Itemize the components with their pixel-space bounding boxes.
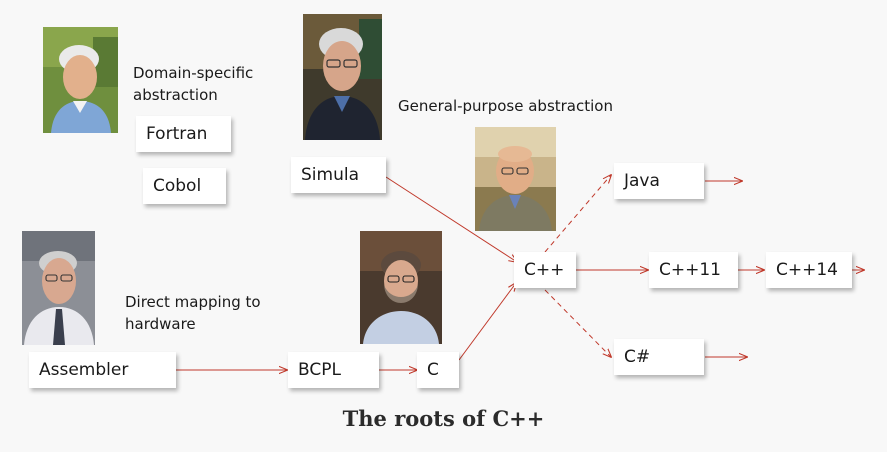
diagram-title: The roots of C++ [342,406,545,431]
node-simula: Simula [291,157,386,193]
portrait-c-creator [360,231,442,344]
caption-direct-mapping-line2: hardware [125,315,196,333]
node-csharp: C# [614,339,704,375]
caption-direct-mapping-line1: Direct mapping to [125,293,261,311]
node-assembler: Assembler [29,352,176,388]
portrait-fortran-pioneer [43,27,118,133]
node-cobol: Cobol [143,168,226,204]
caption-domain-specific-line2: abstraction [133,86,218,104]
node-java: Java [614,163,704,199]
node-cpp11: C++11 [649,252,738,288]
caption-direct-mapping: Direct mapping to hardware [125,291,261,335]
node-c: C [417,352,459,388]
node-fortran: Fortran [136,116,231,152]
caption-general-purpose: General-purpose abstraction [398,97,613,115]
node-bcpl: BCPL [288,352,379,388]
caption-domain-specific: Domain-specific abstraction [133,62,253,106]
edge-c-to-cpp [458,283,516,361]
node-cpp: C++ [514,252,576,288]
edge-cpp-to-csharp [544,289,611,357]
portrait-simula-pioneer [303,14,382,140]
portrait-cpp-creator [475,127,556,231]
caption-domain-specific-line1: Domain-specific [133,64,254,82]
node-cpp14: C++14 [766,252,852,288]
edge-cpp-to-java [544,175,611,253]
edge-simula-to-cpp [385,176,517,262]
portrait-assembler-pioneer [22,231,95,345]
